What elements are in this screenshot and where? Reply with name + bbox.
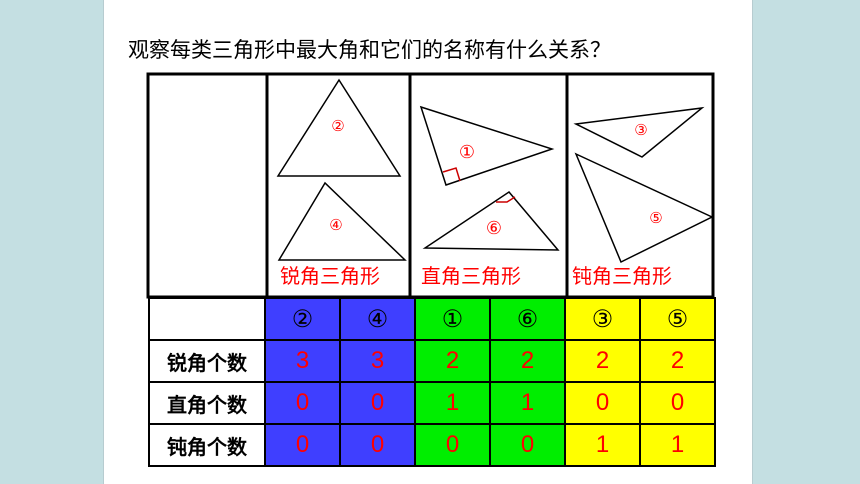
table-cell: 0: [489, 423, 566, 467]
triangle-5-number: ⑤: [649, 209, 662, 227]
triangle-5: [574, 152, 714, 264]
triangle-6-number: ⑥: [486, 218, 502, 239]
table-cell: 3: [264, 339, 341, 383]
table-cell: 2: [414, 339, 491, 383]
table-cell: 1: [639, 423, 716, 467]
table-cell: 2: [564, 339, 641, 383]
label-right-triangle: 直角三角形: [421, 264, 521, 288]
table-cell: 0: [414, 423, 491, 467]
label-acute-triangle: 锐角三角形: [280, 264, 380, 288]
header-cell: ④: [339, 297, 416, 341]
right-angle-mark: [496, 196, 516, 203]
header-cell: ⑥: [489, 297, 566, 341]
angle-count-table: ② ④ ① ⑥ ③ ⑤ 锐角个数 3 3 2 2 2 2 直角个数 0 0 1 …: [148, 297, 716, 467]
right-angle-mark: [442, 167, 461, 182]
triangle-4: [277, 181, 407, 261]
table-corner-cell: [148, 297, 266, 341]
triangle-4-number: ④: [329, 216, 342, 234]
table-cell: 0: [339, 381, 416, 425]
triangle-3-number: ③: [634, 121, 647, 139]
table-cell: 3: [339, 339, 416, 383]
triangle-2: [276, 78, 402, 177]
table-cell: 0: [264, 423, 341, 467]
table-cell: 2: [489, 339, 566, 383]
row-label-right-count: 直角个数: [148, 381, 266, 425]
table-row: 锐角个数 3 3 2 2 2 2: [148, 339, 716, 383]
table-cell: 0: [339, 423, 416, 467]
triangle-1: [419, 105, 555, 186]
figure-frame: [146, 72, 715, 299]
table-cell: 0: [564, 381, 641, 425]
question-text: 观察每类三角形中最大角和它们的名称有什么关系？: [128, 38, 611, 62]
header-cell: ③: [564, 297, 641, 341]
table-header-row: ② ④ ① ⑥ ③ ⑤: [148, 297, 716, 341]
row-label-acute-count: 锐角个数: [148, 339, 266, 383]
table-cell: 1: [489, 381, 566, 425]
table-row: 钝角个数 0 0 0 0 1 1: [148, 423, 716, 467]
label-obtuse-triangle: 钝角三角形: [572, 264, 672, 288]
triangle-2-number: ②: [331, 117, 344, 135]
header-cell: ②: [264, 297, 341, 341]
table-cell: 1: [564, 423, 641, 467]
triangle-6: [422, 191, 560, 251]
table-cell: 0: [639, 381, 716, 425]
row-label-obtuse-count: 钝角个数: [148, 423, 266, 467]
table-cell: 0: [264, 381, 341, 425]
table-cell: 1: [414, 381, 491, 425]
triangle-3: [573, 106, 705, 158]
triangle-1-number: ①: [459, 142, 475, 163]
header-cell: ①: [414, 297, 491, 341]
table-row: 直角个数 0 0 1 1 0 0: [148, 381, 716, 425]
header-cell: ⑤: [639, 297, 716, 341]
table-cell: 2: [639, 339, 716, 383]
